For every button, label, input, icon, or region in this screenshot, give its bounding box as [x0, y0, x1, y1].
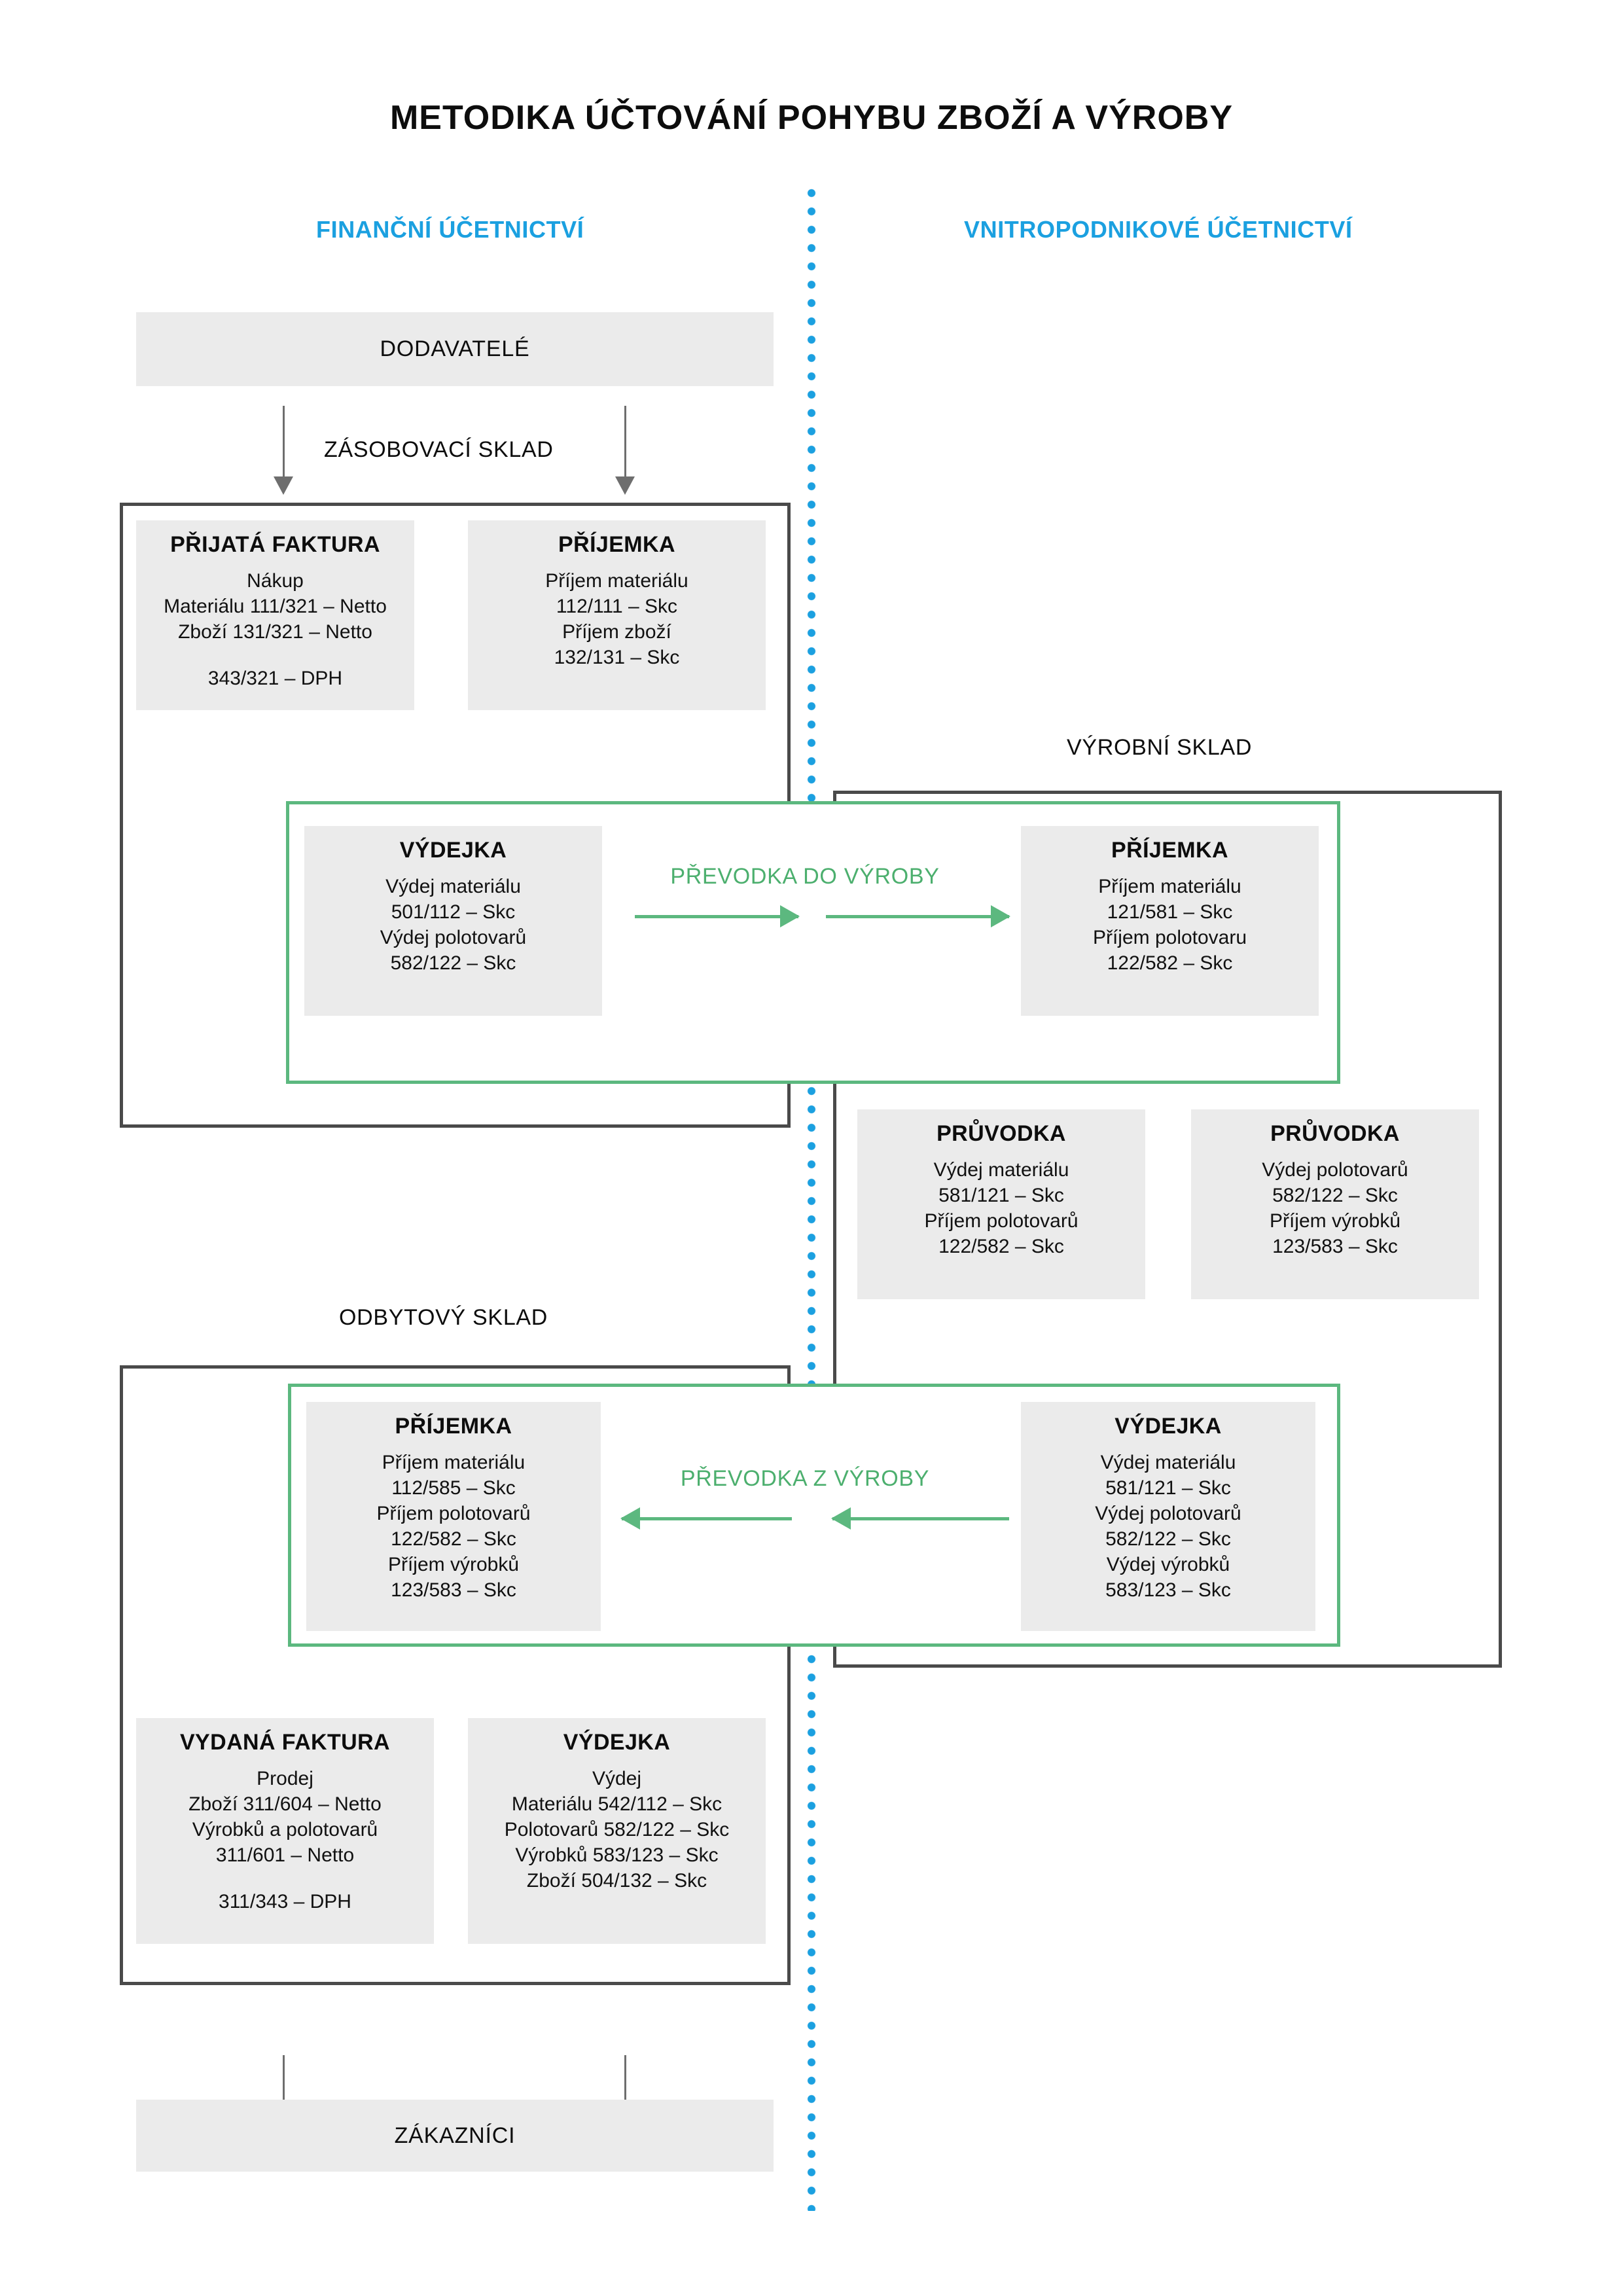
doc-line: Příjem výrobků [387, 1554, 520, 1575]
doc-issue-from-production: VÝDEJKA Výdej materiálu 581/121 – Skc Vý… [1021, 1402, 1315, 1631]
doc-line: Příjem polotovarů [924, 1210, 1079, 1232]
doc-title: VÝDEJKA [399, 838, 507, 863]
frame-sales-warehouse [120, 1365, 791, 1985]
doc-receipt-sales: PŘÍJEMKA Příjem materiálu 112/585 – Skc … [306, 1402, 601, 1631]
doc-title: PŘIJATÁ FAKTURA [170, 532, 380, 557]
doc-issue-sales: VÝDEJKA Výdej Materiálu 542/112 – Skc Po… [468, 1718, 766, 1944]
doc-line: Nákup [247, 570, 304, 592]
doc-line: Výdej polotovarů [380, 927, 527, 948]
doc-title: VÝDEJKA [1115, 1414, 1222, 1439]
doc-line: Příjem zboží [562, 621, 671, 643]
doc-line: 583/123 – Skc [1105, 1579, 1231, 1601]
doc-line: Výdej výrobků [1106, 1554, 1230, 1575]
doc-line: 121/581 – Skc [1107, 901, 1233, 923]
page-title: METODIKA ÚČTOVÁNÍ POHYBU ZBOŽÍ A VÝROBY [389, 99, 1234, 137]
doc-line: 122/582 – Skc [391, 1528, 516, 1550]
doc-line: Zboží 311/604 – Netto [188, 1793, 382, 1815]
flow-label-to-production: PŘEVODKA DO VÝROBY [670, 864, 940, 889]
suppliers-box: DODAVATELÉ [136, 312, 774, 386]
doc-line: 132/131 – Skc [554, 647, 680, 668]
doc-line: 582/122 – Skc [1105, 1528, 1231, 1550]
arrow-suppliers-to-invoice [274, 406, 293, 495]
doc-title: PŘÍJEMKA [1111, 838, 1228, 863]
label-supply-warehouse: ZÁSOBOVACÍ SKLAD [324, 437, 554, 462]
doc-line: Příjem materiálu [382, 1452, 526, 1473]
doc-line: 343/321 – DPH [207, 668, 343, 689]
doc-line: 123/583 – Skc [1272, 1236, 1398, 1257]
doc-line: Výdej materiálu [933, 1159, 1069, 1181]
doc-title: PŘÍJEMKA [395, 1414, 512, 1439]
doc-line: 311/343 – DPH [219, 1891, 351, 1912]
flow-label-from-production: PŘEVODKA Z VÝROBY [680, 1466, 930, 1491]
doc-receipt-supply: PŘÍJEMKA Příjem materiálu 112/111 – Skc … [468, 520, 766, 710]
doc-line: Příjem polotovarů [376, 1503, 531, 1524]
doc-line: 582/122 – Skc [1272, 1185, 1398, 1206]
doc-issued-invoice: VYDANÁ FAKTURA Prodej Zboží 311/604 – Ne… [136, 1718, 434, 1944]
doc-line: Polotovarů 582/122 – Skc [504, 1819, 730, 1840]
doc-routing-card-2: PRŮVODKA Výdej polotovarů 582/122 – Skc … [1191, 1109, 1479, 1299]
label-sales-warehouse: ODBYTOVÝ SKLAD [339, 1305, 548, 1330]
doc-line: Příjem materiálu [545, 570, 688, 592]
doc-title: PRŮVODKA [1270, 1121, 1400, 1146]
doc-line: Výdej materiálu [385, 876, 521, 897]
doc-line: 122/582 – Skc [938, 1236, 1064, 1257]
doc-line: Zboží 131/321 – Netto [178, 621, 372, 643]
doc-line: Výdej [592, 1768, 642, 1789]
doc-line: Zboží 504/132 – Skc [526, 1870, 707, 1892]
doc-line: 582/122 – Skc [390, 952, 516, 974]
doc-line: Prodej [257, 1768, 313, 1789]
doc-issue-to-production: VÝDEJKA Výdej materiálu 501/112 – Skc Vý… [304, 826, 602, 1016]
doc-line: 311/601 – Netto [215, 1844, 355, 1866]
doc-line: Výdej materiálu [1100, 1452, 1236, 1473]
doc-routing-card-1: PRŮVODKA Výdej materiálu 581/121 – Skc P… [857, 1109, 1145, 1299]
doc-line: Výrobků 583/123 – Skc [515, 1844, 719, 1866]
doc-line: 112/111 – Skc [556, 596, 678, 617]
doc-line: Příjem polotovaru [1092, 927, 1247, 948]
doc-line: 581/121 – Skc [938, 1185, 1064, 1206]
vertical-dotted-divider [807, 188, 816, 2211]
doc-title: VYDANÁ FAKTURA [179, 1730, 391, 1755]
doc-line: 123/583 – Skc [391, 1579, 516, 1601]
column-heading-financial: FINANČNÍ ÚČETNICTVÍ [316, 216, 584, 243]
arrow-suppliers-to-receipt [615, 406, 635, 495]
doc-line: 501/112 – Skc [391, 901, 516, 923]
doc-line: 122/582 – Skc [1107, 952, 1233, 974]
doc-line: 581/121 – Skc [1105, 1477, 1231, 1499]
doc-title: PRŮVODKA [936, 1121, 1066, 1146]
doc-line: Příjem výrobků [1269, 1210, 1401, 1232]
doc-line: Materiálu 542/112 – Skc [511, 1793, 722, 1815]
doc-line: 112/585 – Skc [391, 1477, 516, 1499]
doc-line: Výrobků a polotovarů [192, 1819, 378, 1840]
doc-received-invoice: PŘIJATÁ FAKTURA Nákup Materiálu 111/321 … [136, 520, 414, 710]
frame-production-warehouse [833, 791, 1502, 1668]
doc-line: Materiálu 111/321 – Netto [164, 596, 387, 617]
doc-title: PŘÍJEMKA [558, 532, 675, 557]
label-production-warehouse: VÝROBNÍ SKLAD [1067, 735, 1253, 760]
doc-line: Výdej polotovarů [1095, 1503, 1241, 1524]
doc-receipt-production: PŘÍJEMKA Příjem materiálu 121/581 – Skc … [1021, 826, 1319, 1016]
doc-line: Výdej polotovarů [1262, 1159, 1408, 1181]
column-heading-internal: VNITROPODNIKOVÉ ÚČETNICTVÍ [964, 216, 1353, 243]
customers-box: ZÁKAZNÍCI [136, 2100, 774, 2172]
doc-title: VÝDEJKA [563, 1730, 671, 1755]
doc-line: Příjem materiálu [1098, 876, 1241, 897]
